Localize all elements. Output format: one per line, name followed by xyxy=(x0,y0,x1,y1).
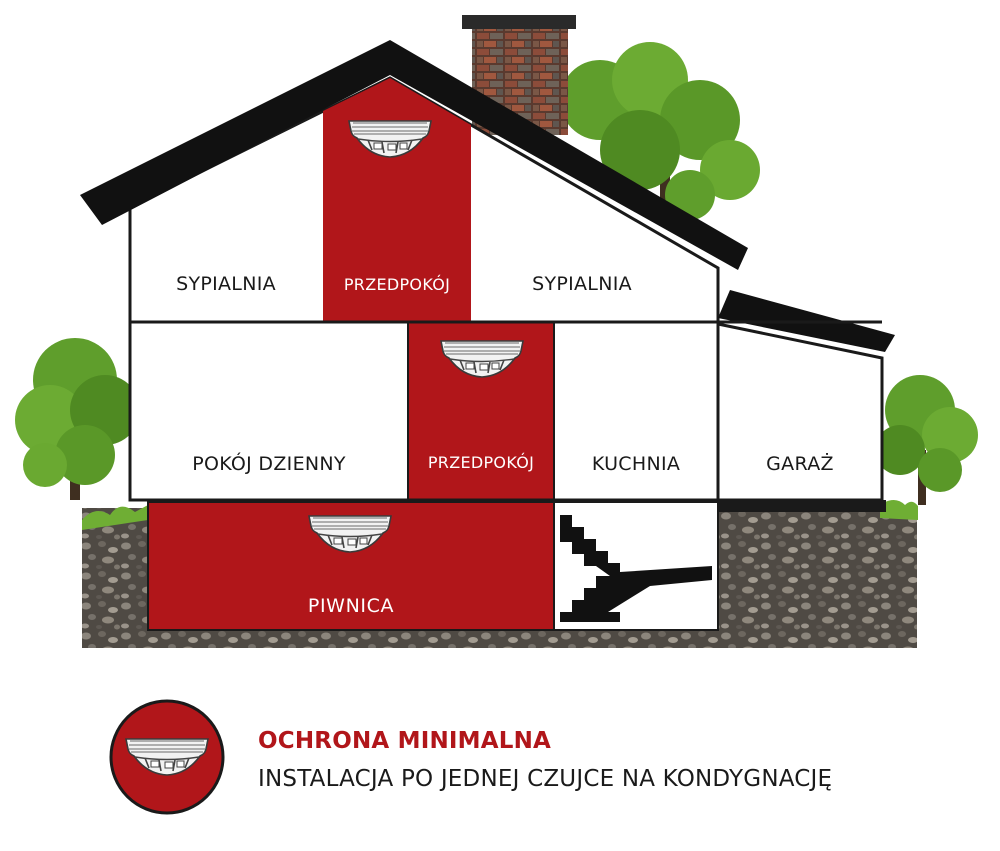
room-label-living-room: POKÓJ DZIENNY xyxy=(192,451,346,475)
legend-title: OCHRONA MINIMALNA xyxy=(258,728,552,754)
room-label-hall-upper: PRZEDPOKÓJ xyxy=(344,275,450,294)
stairs-icon xyxy=(560,515,712,622)
tree-icon xyxy=(875,375,978,505)
legend-description: INSTALACJA PO JEDNEJ CZUJCE NA KONDYGNAC… xyxy=(258,766,833,792)
room-label-basement: PIWNICA xyxy=(308,595,394,617)
tree-icon xyxy=(560,42,760,220)
legend-badge xyxy=(109,699,225,815)
room-label-garage: GARAŻ xyxy=(766,452,834,475)
room-label-bedroom-left: SYPIALNIA xyxy=(176,273,276,295)
room-label-kitchen: KUCHNIA xyxy=(592,453,680,475)
roof xyxy=(80,40,748,270)
room-label-hall-ground: PRZEDPOKÓJ xyxy=(428,453,534,472)
room-label-bedroom-right: SYPIALNIA xyxy=(532,273,632,295)
tree-icon xyxy=(15,338,140,500)
